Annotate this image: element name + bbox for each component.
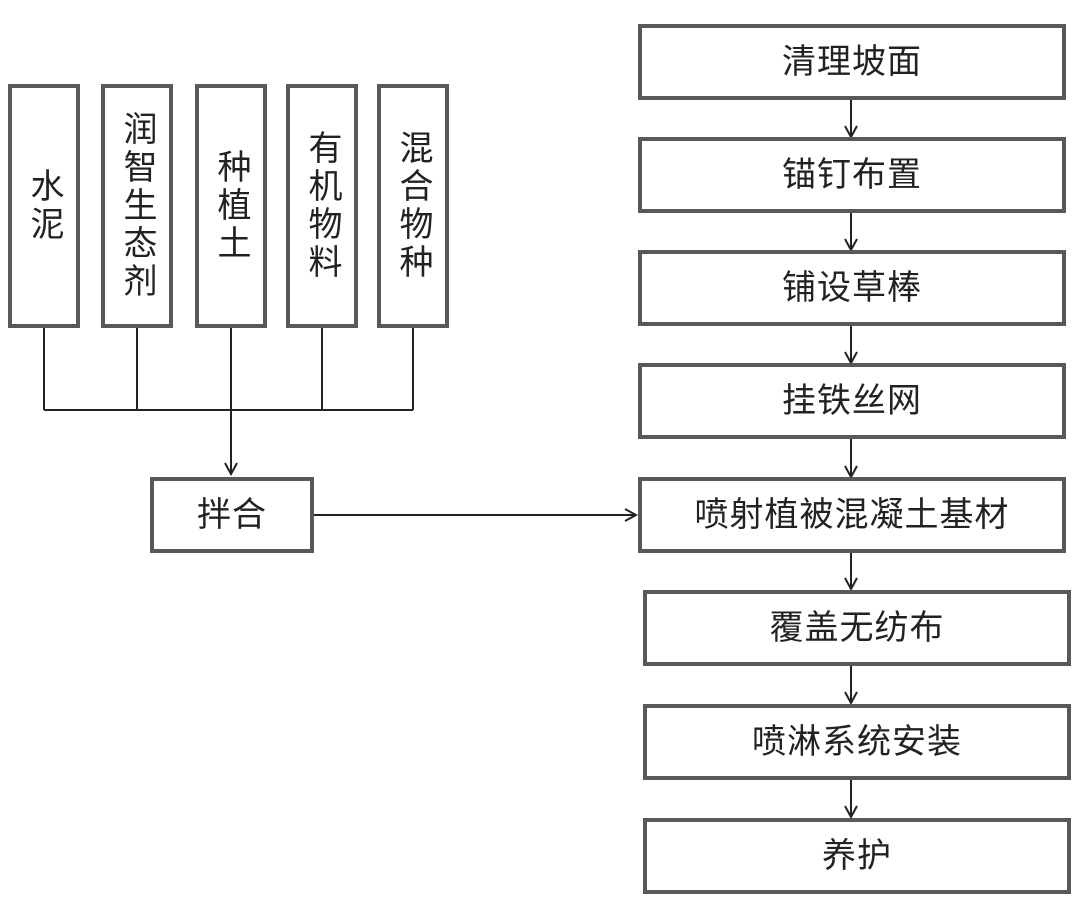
step-box-1: 清理坡面 <box>638 24 1066 100</box>
ingredient-label: 有机物料 <box>302 130 342 282</box>
ingredient-box-seeds: 混合物种 <box>377 84 449 328</box>
ingredient-box-cement: 水泥 <box>8 84 80 328</box>
step-label: 锚钉布置 <box>782 155 922 195</box>
ingredient-label: 润智生态剂 <box>117 111 157 301</box>
ingredient-label: 混合物种 <box>393 130 433 282</box>
ingredient-box-ecoagent: 润智生态剂 <box>101 84 173 328</box>
step-label: 养护 <box>822 836 892 876</box>
step-label: 覆盖无纺布 <box>769 608 945 648</box>
step-box-3: 铺设草棒 <box>638 250 1066 326</box>
step-box-6: 覆盖无纺布 <box>643 590 1071 666</box>
step-box-5: 喷射植被混凝土基材 <box>638 477 1066 553</box>
step-box-2: 锚钉布置 <box>638 137 1066 213</box>
step-box-7: 喷淋系统安装 <box>643 704 1071 780</box>
step-label: 清理坡面 <box>782 42 922 82</box>
mixing-label: 拌合 <box>197 495 267 535</box>
step-box-4: 挂铁丝网 <box>638 363 1066 439</box>
step-label: 铺设草棒 <box>782 268 922 308</box>
ingredient-label: 水泥 <box>24 168 64 244</box>
step-label: 喷射植被混凝土基材 <box>694 495 1010 535</box>
step-box-8: 养护 <box>643 818 1071 894</box>
ingredient-box-organic: 有机物料 <box>286 84 358 328</box>
step-label: 喷淋系统安装 <box>752 722 962 762</box>
step-label: 挂铁丝网 <box>782 381 922 421</box>
mixing-box: 拌合 <box>150 477 314 553</box>
ingredient-label: 种植土 <box>211 149 251 263</box>
ingredient-box-soil: 种植土 <box>195 84 267 328</box>
